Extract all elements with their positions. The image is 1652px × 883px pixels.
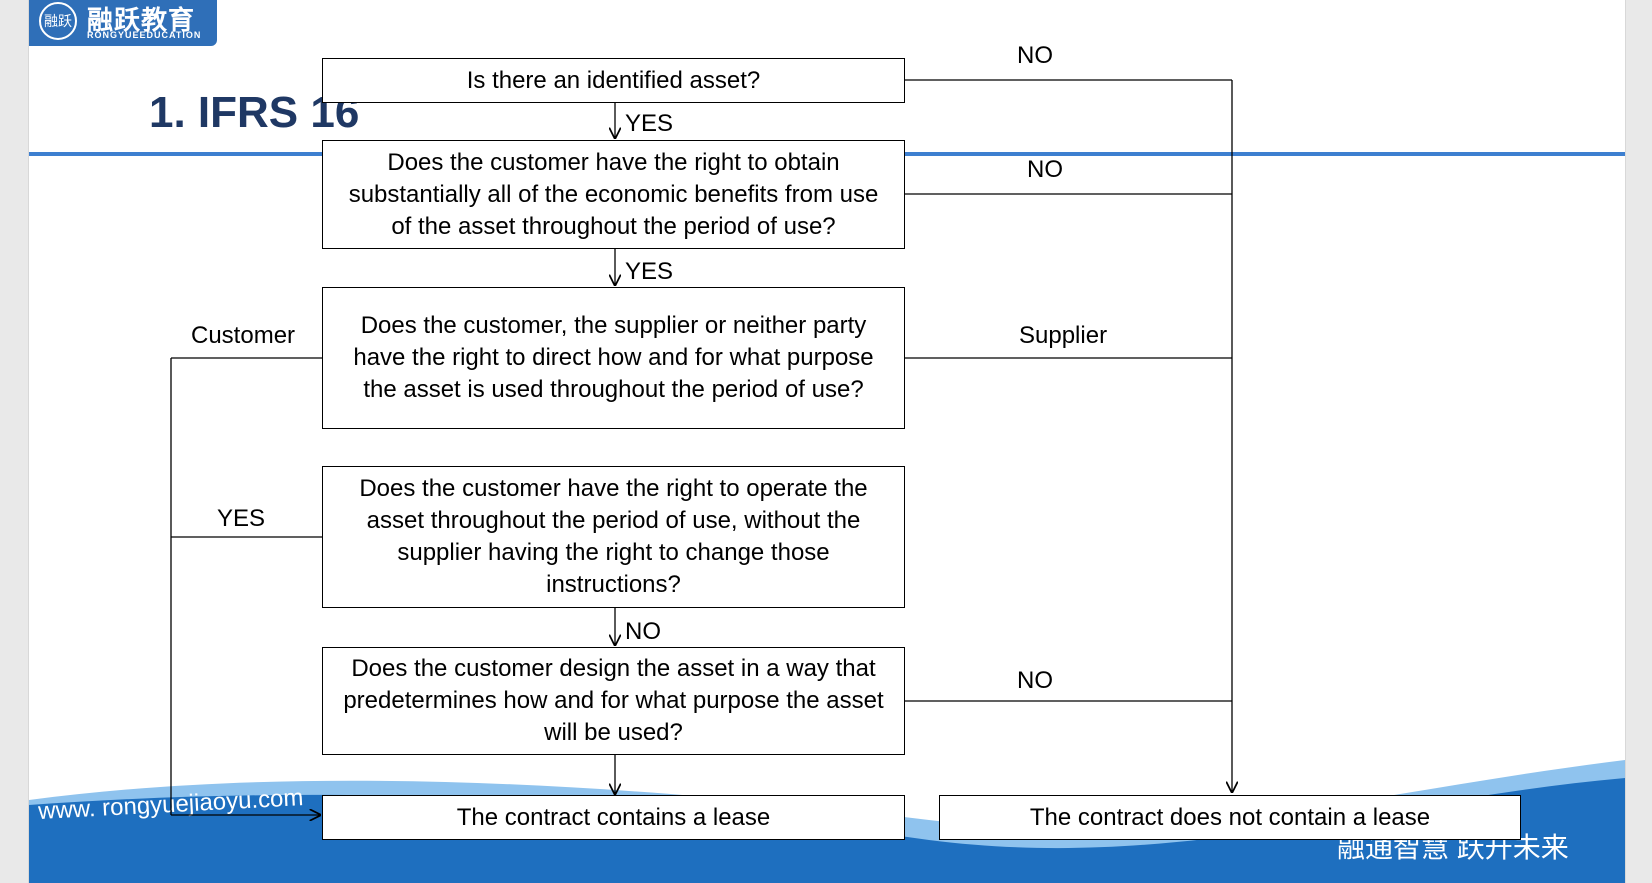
label-q4-yes: YES — [217, 505, 266, 532]
logo-chinese-text: 融跃教育 — [87, 5, 196, 35]
label-q5-no: NO — [1017, 667, 1053, 694]
outcome-contains-lease: The contract contains a lease — [322, 795, 905, 840]
outcome-no-lease: The contract does not contain a lease — [939, 795, 1521, 840]
logo: 融跃 融跃教育 RONGYUEEDUCATION — [29, 0, 217, 46]
logo-mark-icon: 融跃 — [39, 2, 77, 40]
label-customer: Customer — [191, 322, 296, 349]
question-right-to-operate: Does the customer have the right to oper… — [322, 466, 905, 608]
question-design-asset: Does the customer design the asset in a … — [322, 647, 905, 755]
question-right-to-direct: Does the customer, the supplier or neith… — [322, 287, 905, 429]
logo-english-text: RONGYUEEDUCATION — [87, 30, 202, 40]
label-q1-no: NO — [1017, 42, 1053, 69]
label-q2-yes: YES — [625, 258, 674, 285]
label-q4-no: NO — [625, 618, 661, 645]
label-q2-no: NO — [1017, 156, 1073, 184]
flowchart-connectors — [170, 79, 1625, 883]
slide: 融跃 融跃教育 RONGYUEEDUCATION 1. IFRS 16 www.… — [28, 0, 1626, 883]
label-supplier: Supplier — [1019, 322, 1108, 349]
question-identified-asset: Is there an identified asset? — [322, 58, 905, 103]
question-economic-benefits: Does the customer have the right to obta… — [322, 140, 905, 249]
label-q1-yes: YES — [625, 110, 674, 137]
